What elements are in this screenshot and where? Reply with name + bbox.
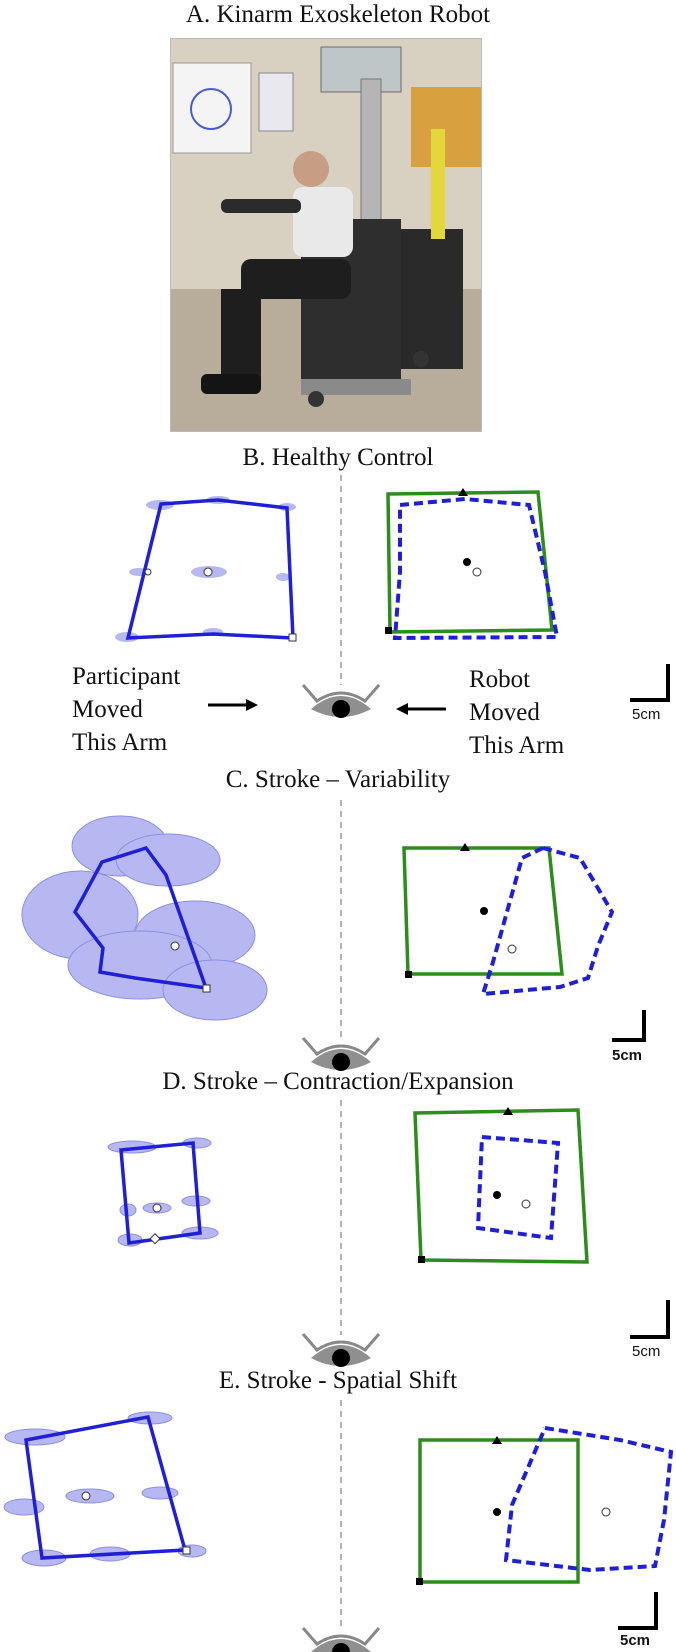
panel-c-title: C. Stroke – Variability	[225, 766, 451, 793]
scale-label-e: 5cm	[620, 1632, 651, 1649]
participant-label-line1: Participant	[72, 663, 181, 690]
eye-icon	[301, 1626, 381, 1652]
scale-label-d: 5cm	[632, 1343, 661, 1360]
robot-label-line1: Robot	[469, 666, 531, 693]
exoskeleton-illustration	[171, 39, 481, 431]
panel-e-title: E. Stroke - Spatial Shift	[218, 1367, 458, 1394]
scale-bar-icon	[630, 1300, 670, 1339]
arrow-right-icon	[208, 699, 258, 711]
panel-a-title: A. Kinarm Exoskeleton Robot	[185, 1, 491, 28]
healthy-participant-trace	[115, 496, 297, 642]
robot-label-line2: Moved	[469, 699, 540, 726]
panel-d-title: D. Stroke – Contraction/Expansion	[162, 1068, 514, 1095]
eye-icon	[301, 683, 381, 720]
contraction-participant-trace	[107, 1137, 219, 1247]
spatial-shift-robot-trace	[416, 1426, 674, 1585]
arrow-left-icon	[396, 703, 446, 715]
healthy-robot-trace	[385, 488, 560, 641]
exoskeleton-photo	[170, 38, 482, 432]
scale-bar-icon	[612, 1010, 646, 1042]
scale-label-b: 5cm	[632, 706, 661, 723]
scale-label-c: 5cm	[612, 1047, 643, 1064]
robot-label-line3: This Arm	[469, 732, 565, 759]
panel-b-title: B. Healthy Control	[242, 444, 434, 471]
variability-participant-trace	[21, 815, 268, 1021]
scale-bar-icon	[630, 664, 670, 702]
participant-label-line3: This Arm	[72, 729, 168, 756]
scale-bar-icon	[618, 1592, 658, 1630]
variability-robot-trace	[402, 843, 615, 997]
robot-label: Robot Moved This Arm	[469, 663, 564, 762]
participant-label-line2: Moved	[72, 696, 143, 723]
eye-icon	[301, 1036, 381, 1073]
eye-icon	[301, 1332, 381, 1369]
participant-label: Participant Moved This Arm	[72, 660, 180, 759]
spatial-shift-participant-trace	[3, 1411, 207, 1567]
contraction-robot-trace	[413, 1107, 589, 1264]
